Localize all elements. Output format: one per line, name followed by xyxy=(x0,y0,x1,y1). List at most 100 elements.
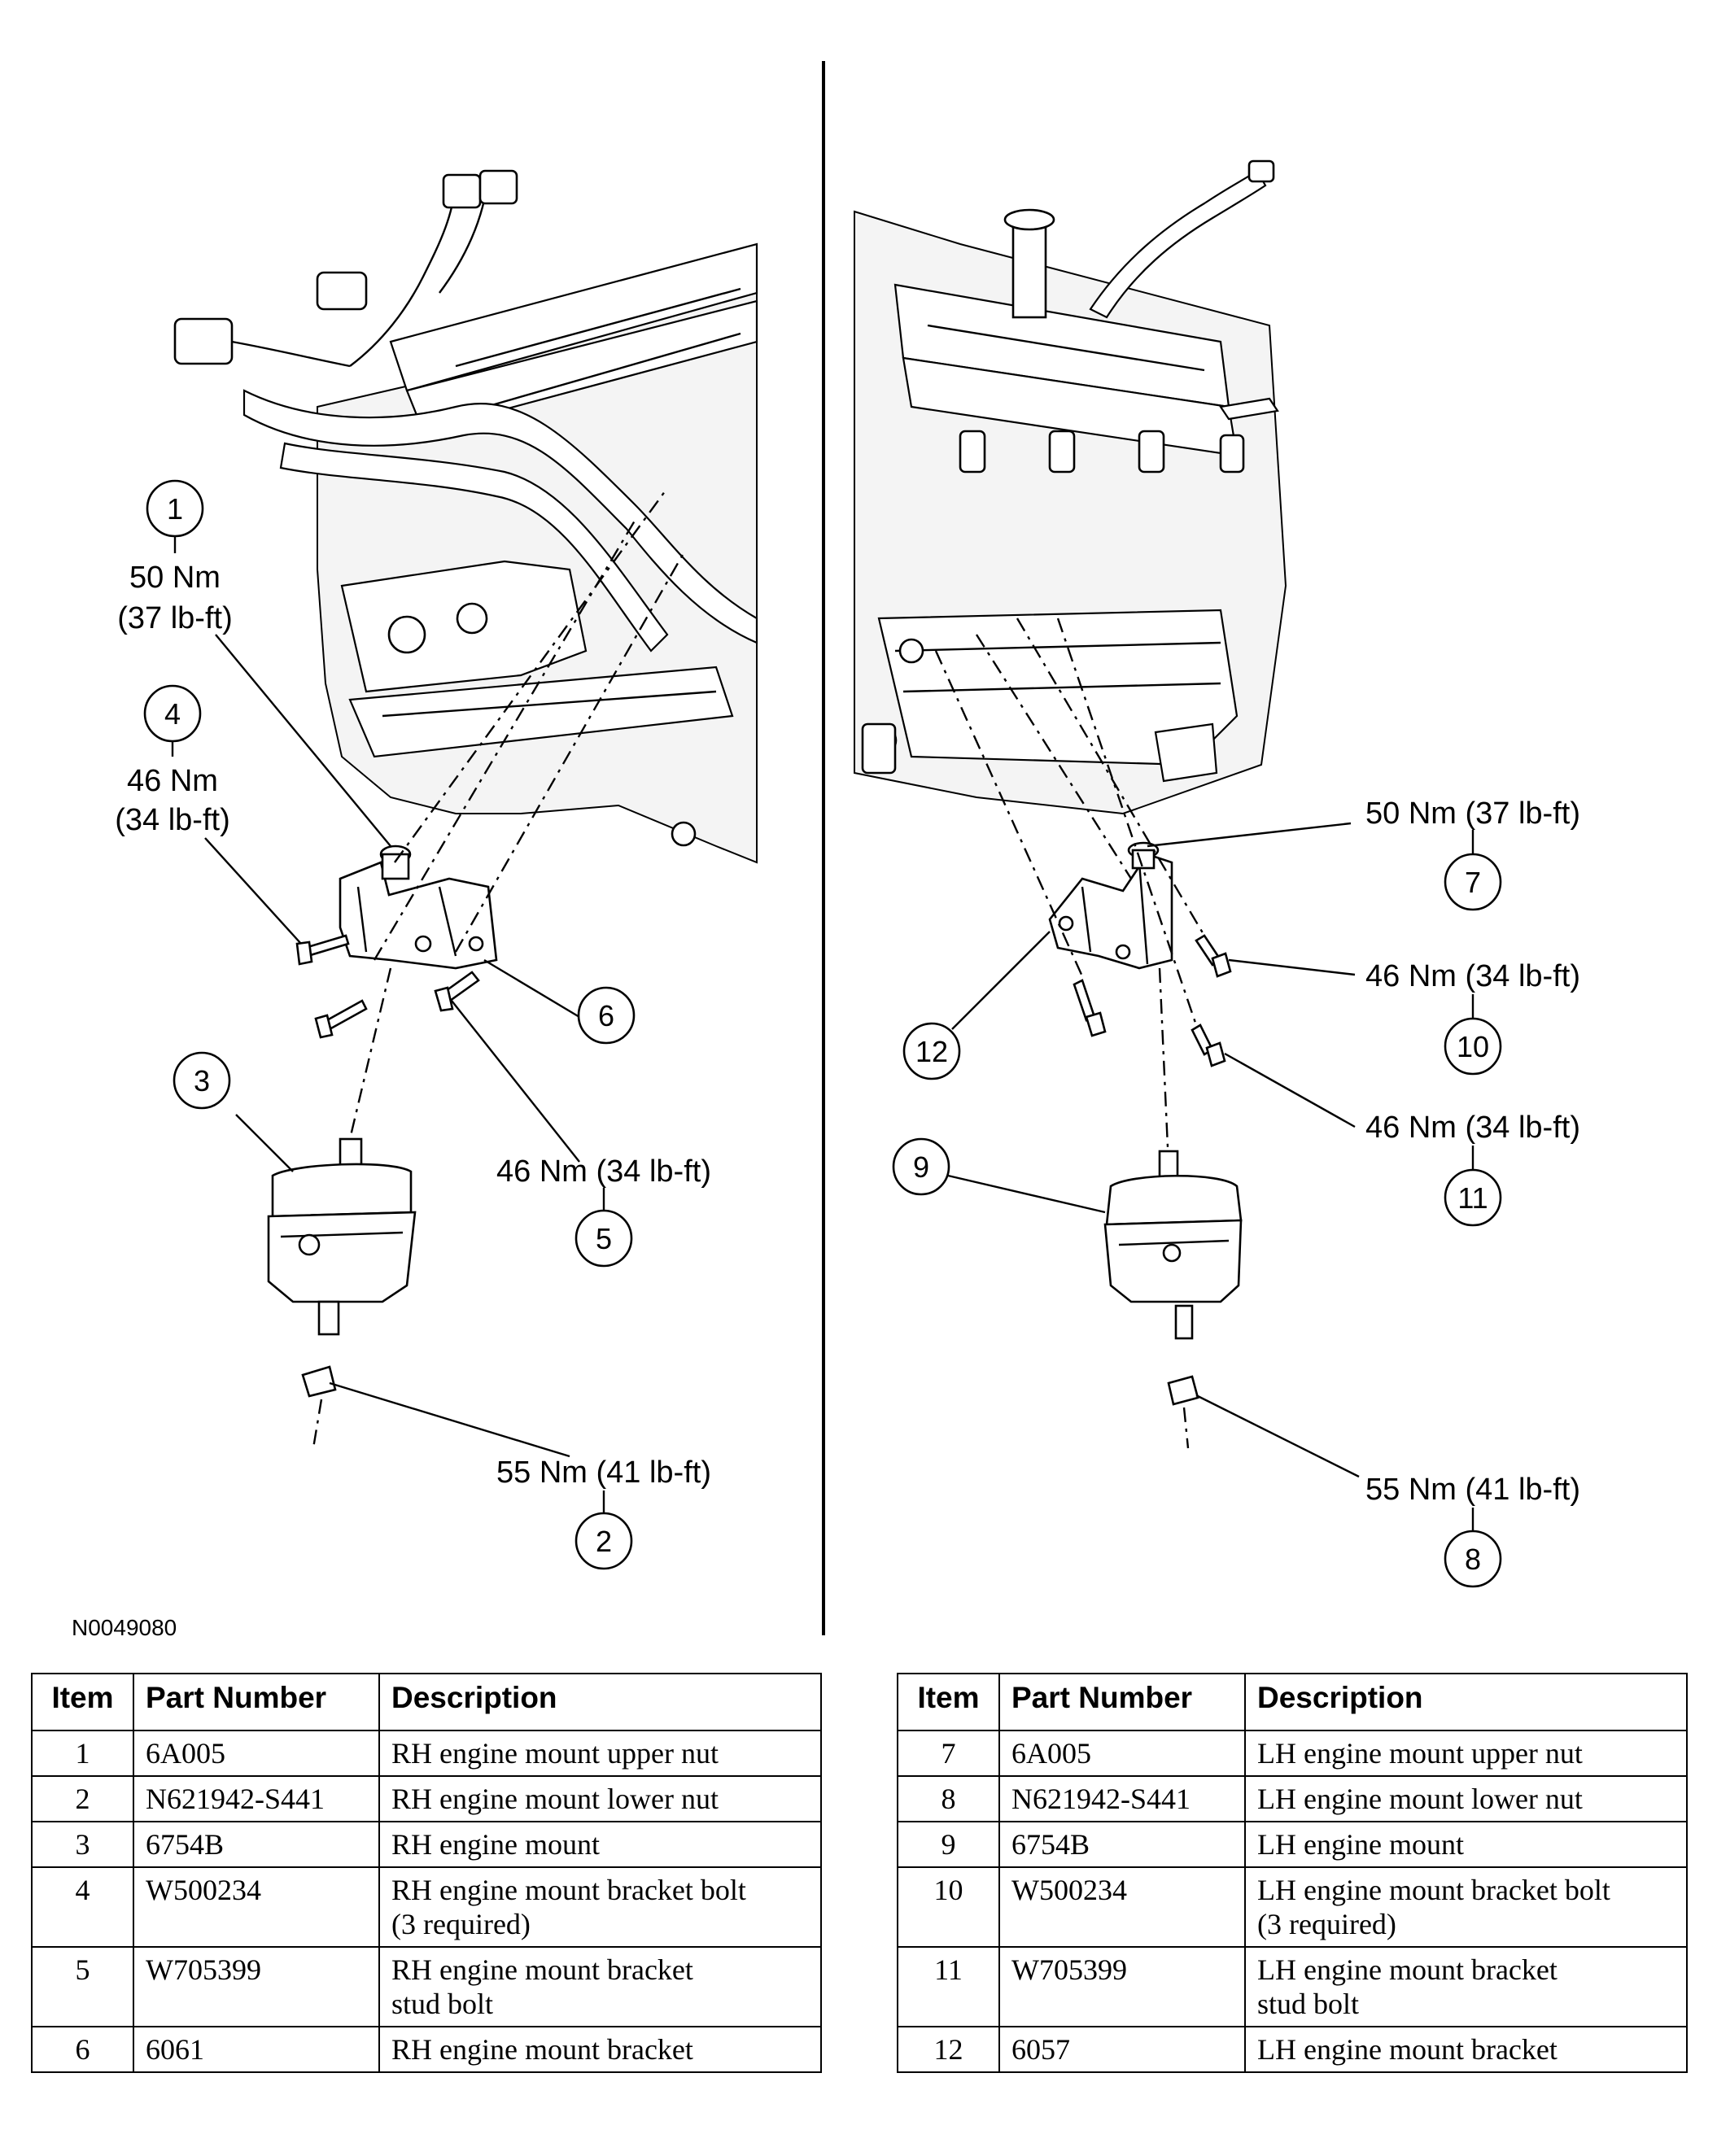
callout-9: 9 xyxy=(892,1137,950,1196)
rh-parts-table: Item Part Number Description 1 6A005 RH … xyxy=(31,1673,822,2073)
callout-5-number: 5 xyxy=(596,1222,612,1255)
desc-line: LH engine mount bracket bolt xyxy=(1257,1874,1610,1906)
callout-1-torque-nm: 50 Nm xyxy=(129,561,221,595)
cell-part-number: N621942-S441 xyxy=(998,1775,1246,1822)
desc-line: LH engine mount lower nut xyxy=(1257,1783,1583,1815)
callout-6-number: 6 xyxy=(598,999,614,1032)
desc-line: (3 required) xyxy=(1257,1908,1396,1940)
desc-line: RH engine mount xyxy=(391,1828,600,1861)
table-row: 12 6057 LH engine mount bracket xyxy=(897,2026,1688,2073)
callout-7-number: 7 xyxy=(1465,866,1481,899)
lh-engine-mount xyxy=(1103,1150,1243,1406)
leader-lines xyxy=(171,537,1475,1531)
callout-6: 6 xyxy=(577,986,636,1045)
cell-item: 4 xyxy=(31,1866,134,1948)
header-item: Item xyxy=(31,1673,134,1731)
lh-engine-illustration xyxy=(854,159,1287,815)
cell-item: 3 xyxy=(31,1821,134,1868)
cell-description: RH engine mount bracket xyxy=(378,2026,822,2073)
table-row: 7 6A005 LH engine mount upper nut xyxy=(897,1730,1688,1777)
header-item: Item xyxy=(897,1673,1000,1731)
cell-description: LH engine mount xyxy=(1244,1821,1688,1868)
cell-description: LH engine mount upper nut xyxy=(1244,1730,1688,1777)
callout-1-number: 1 xyxy=(167,492,183,526)
header-description: Description xyxy=(378,1673,822,1731)
desc-line: stud bolt xyxy=(391,1988,494,2020)
table-header-row: Item Part Number Description xyxy=(897,1673,1688,1731)
cell-part-number: 6754B xyxy=(998,1821,1246,1868)
callout-12: 12 xyxy=(902,1022,961,1080)
table-row: 1 6A005 RH engine mount upper nut xyxy=(31,1730,822,1777)
cell-part-number: W705399 xyxy=(998,1946,1246,2027)
rh-engine-mount xyxy=(267,1137,417,1398)
callout-1: 1 50 Nm (37 lb-ft) xyxy=(117,479,233,635)
cell-description: RH engine mount xyxy=(378,1821,822,1868)
lh-bracket-bolts xyxy=(1073,934,1232,1067)
callout-4-number: 4 xyxy=(164,697,181,731)
callout-5-torque: 46 Nm (34 lb-ft) xyxy=(496,1154,711,1189)
callout-3-number: 3 xyxy=(194,1064,210,1098)
callout-2-number: 2 xyxy=(596,1525,612,1558)
rh-bracket-bolts xyxy=(295,934,480,1039)
desc-line: RH engine mount lower nut xyxy=(391,1783,719,1815)
lh-parts-table: Item Part Number Description 7 6A005 LH … xyxy=(897,1673,1688,2073)
cell-part-number: 6A005 xyxy=(998,1730,1246,1777)
header-part-number: Part Number xyxy=(133,1673,380,1731)
cell-item: 5 xyxy=(31,1946,134,2027)
table-row: 8 N621942-S441 LH engine mount lower nut xyxy=(897,1775,1688,1822)
cell-part-number: W500234 xyxy=(998,1866,1246,1948)
desc-line: LH engine mount bracket xyxy=(1257,2033,1558,2066)
table-row: 9 6754B LH engine mount xyxy=(897,1821,1688,1868)
desc-line: LH engine mount xyxy=(1257,1828,1464,1861)
cell-part-number: W500234 xyxy=(133,1866,380,1948)
cell-part-number: 6A005 xyxy=(133,1730,380,1777)
callout-1-torque-lbft: (37 lb-ft) xyxy=(117,601,232,635)
callout-11: 46 Nm (34 lb-ft) 11 xyxy=(1365,1111,1580,1227)
cell-item: 11 xyxy=(897,1946,1000,2027)
engine-mount-diagram: 1 50 Nm (37 lb-ft) 4 46 Nm (34 lb-ft) 6 … xyxy=(72,61,1580,1640)
table-row: 3 6754B RH engine mount xyxy=(31,1821,822,1868)
callout-5: 46 Nm (34 lb-ft) 5 xyxy=(496,1154,711,1268)
desc-line: RH engine mount bracket xyxy=(391,1953,693,1986)
callout-7-torque: 50 Nm (37 lb-ft) xyxy=(1365,796,1580,831)
callout-11-number: 11 xyxy=(1457,1181,1488,1215)
cell-item: 2 xyxy=(31,1775,134,1822)
callout-9-number: 9 xyxy=(913,1150,929,1184)
callout-11-torque: 46 Nm (34 lb-ft) xyxy=(1365,1111,1580,1145)
callout-2: 55 Nm (41 lb-ft) 2 xyxy=(496,1456,711,1570)
cell-part-number: N621942-S441 xyxy=(133,1775,380,1822)
cell-item: 6 xyxy=(31,2026,134,2073)
lh-engine-mount-bracket xyxy=(1048,841,1173,970)
cell-item: 7 xyxy=(897,1730,1000,1777)
callout-7: 50 Nm (37 lb-ft) 7 xyxy=(1365,796,1580,911)
table-row: 4 W500234 RH engine mount bracket bolt(3… xyxy=(31,1866,822,1948)
callout-4-torque-nm: 46 Nm xyxy=(127,764,218,798)
rh-engine-mount-bracket xyxy=(339,845,498,970)
cell-description: LH engine mount bracket xyxy=(1244,2026,1688,2073)
table-row: 10 W500234 LH engine mount bracket bolt(… xyxy=(897,1866,1688,1948)
cell-part-number: 6057 xyxy=(998,2026,1246,2073)
cell-part-number: W705399 xyxy=(133,1946,380,2027)
desc-line: LH engine mount upper nut xyxy=(1257,1737,1583,1770)
callout-10-torque: 46 Nm (34 lb-ft) xyxy=(1365,959,1580,993)
callout-12-number: 12 xyxy=(915,1035,948,1068)
desc-line: RH engine mount upper nut xyxy=(391,1737,719,1770)
cell-item: 12 xyxy=(897,2026,1000,2073)
header-part-number: Part Number xyxy=(998,1673,1246,1731)
cell-item: 8 xyxy=(897,1775,1000,1822)
table-header-row: Item Part Number Description xyxy=(31,1673,822,1731)
callout-4: 4 46 Nm (34 lb-ft) xyxy=(115,684,230,837)
callout-3: 3 xyxy=(173,1051,231,1110)
cell-description: LH engine mount bracket bolt(3 required) xyxy=(1244,1866,1688,1948)
callout-10-number: 10 xyxy=(1457,1030,1489,1063)
rh-engine-illustration xyxy=(173,169,758,864)
cell-part-number: 6754B xyxy=(133,1821,380,1868)
cell-item: 1 xyxy=(31,1730,134,1777)
desc-line: RH engine mount bracket xyxy=(391,2033,693,2066)
desc-line: RH engine mount bracket bolt xyxy=(391,1874,746,1906)
figure-id: N0049080 xyxy=(72,1615,177,1640)
